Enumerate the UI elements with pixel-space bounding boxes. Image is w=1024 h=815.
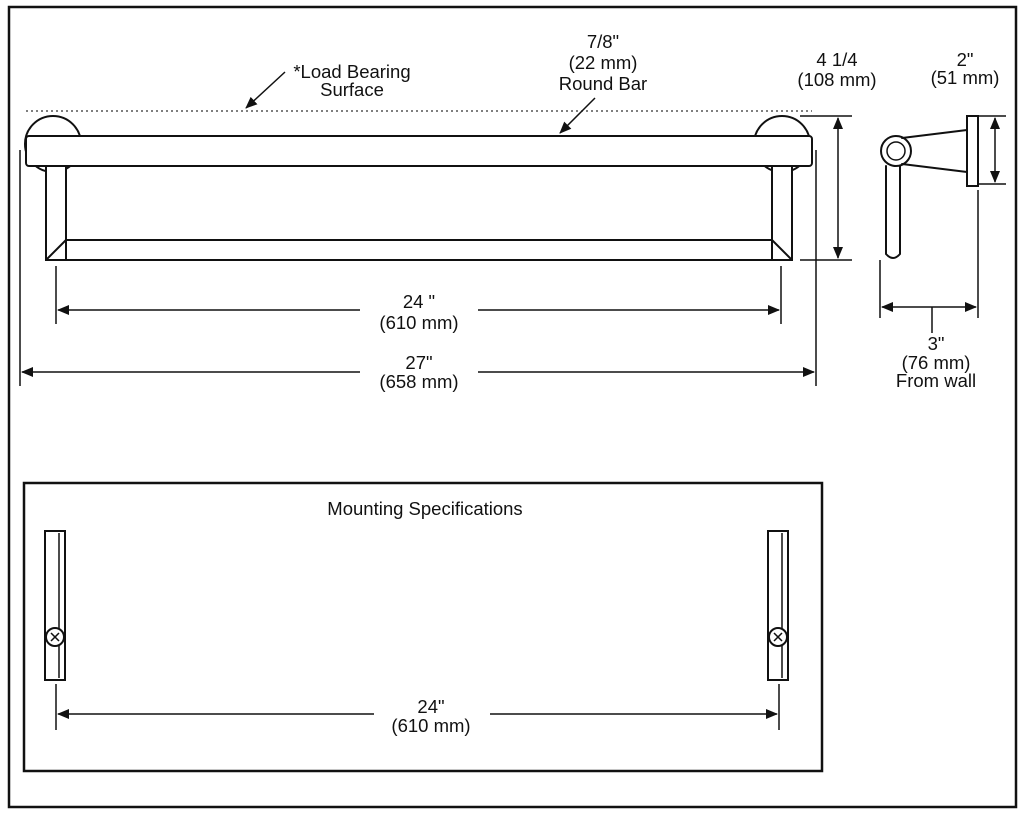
outer-border — [7, 5, 1018, 809]
height-label-line1: 4 1/4 — [816, 49, 857, 70]
projection-label-line1: 3" — [928, 333, 945, 354]
side-post — [885, 165, 901, 259]
inner-width-label-line1: 24 " — [403, 291, 435, 312]
side-bar-section — [880, 135, 912, 167]
side-bar-section-inner — [886, 141, 906, 161]
round-bar — [25, 135, 813, 167]
overall-width-label-line1: 27" — [405, 352, 432, 373]
overall-width-label-line2: (658 mm) — [379, 371, 458, 392]
mounting-box-border — [22, 481, 824, 773]
mounting-title: Mounting Specifications — [327, 498, 522, 519]
projection-label-line2: (76 mm) — [902, 352, 971, 373]
load-bearing-leader-arrow — [245, 71, 286, 109]
height-label-line2: (108 mm) — [797, 69, 876, 90]
flange-label-line1: 2" — [957, 49, 974, 70]
inner-width-label-line2: (610 mm) — [379, 312, 458, 333]
round-bar-leader-arrow — [559, 97, 596, 134]
front-view — [19, 71, 852, 386]
right-screw-cross — [773, 632, 783, 642]
lower-rail-left-bevel — [45, 239, 67, 261]
mounting-specifications-panel — [22, 481, 824, 773]
load-bearing-label-line2: Surface — [320, 79, 384, 100]
side-arm — [901, 129, 968, 173]
spacing-label-line2: (610 mm) — [391, 715, 470, 736]
load-bearing-label-line1: *Load Bearing — [293, 61, 410, 82]
spacing-label-line1: 24" — [417, 696, 444, 717]
projection-label-line3: From wall — [896, 370, 976, 391]
bar-diameter-label-line2: (22 mm) — [569, 52, 638, 73]
right-mounting-plate — [767, 530, 789, 681]
flange-label-line2: (51 mm) — [931, 67, 1000, 88]
side-wall-flange — [966, 115, 979, 187]
lower-rail-right-bevel — [771, 239, 793, 261]
left-mounting-plate — [44, 530, 66, 681]
left-screw-cross — [50, 632, 60, 642]
bar-diameter-label-line3: Round Bar — [559, 73, 647, 94]
left-post — [45, 165, 67, 261]
bar-diameter-label-line1: 7/8" — [587, 31, 619, 52]
right-post — [771, 165, 793, 261]
side-view — [879, 115, 1006, 333]
